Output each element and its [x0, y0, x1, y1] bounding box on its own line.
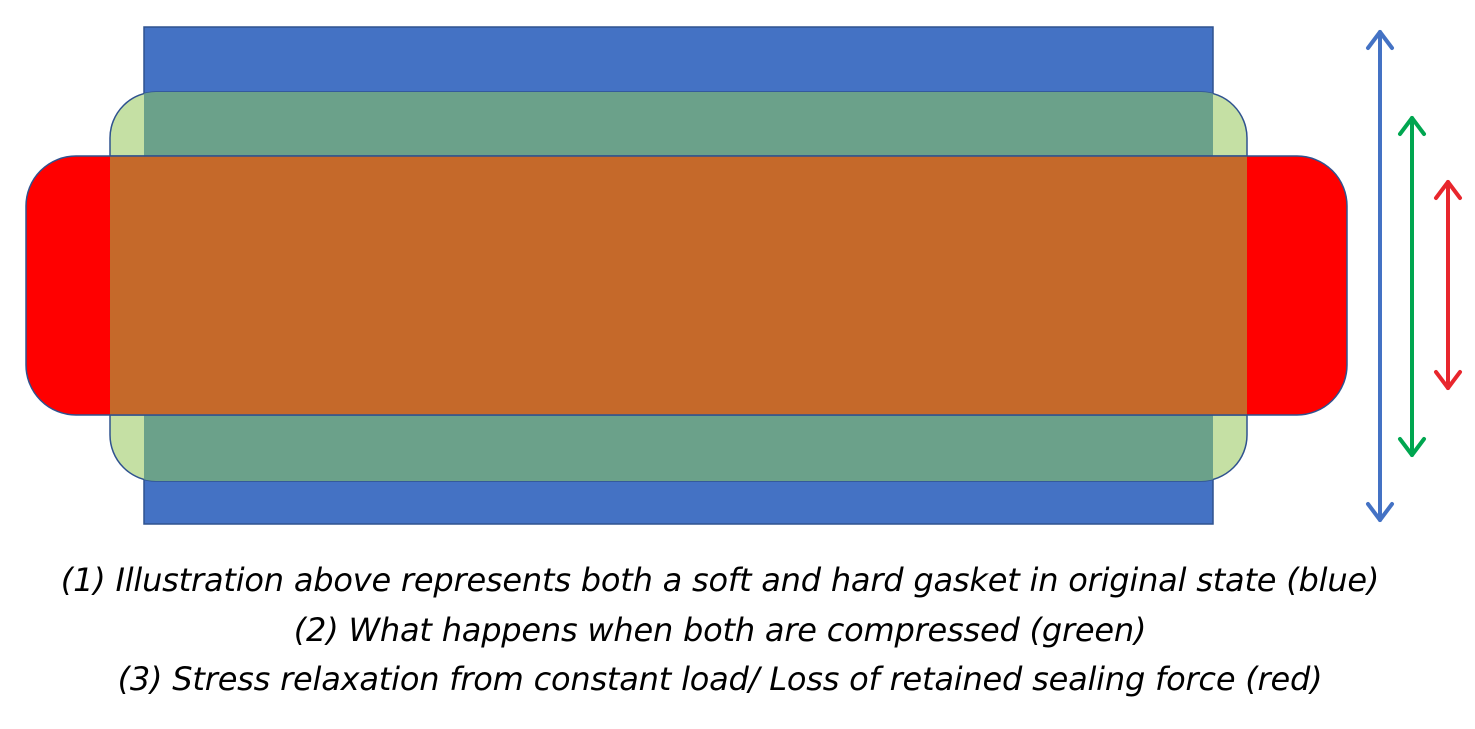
green-thickness-arrow [1398, 116, 1426, 457]
caption-original-state: (1) Illustration above represents both a… [60, 561, 1380, 599]
caption-stress-relaxation: (3) Stress relaxation from constant load… [117, 660, 1323, 698]
caption-compressed-state: (2) What happens when both are compresse… [293, 611, 1147, 649]
red-thickness-arrow [1434, 180, 1462, 390]
relaxed-over-compressed-overlap [110, 156, 1247, 415]
blue-thickness-arrow [1366, 30, 1394, 522]
